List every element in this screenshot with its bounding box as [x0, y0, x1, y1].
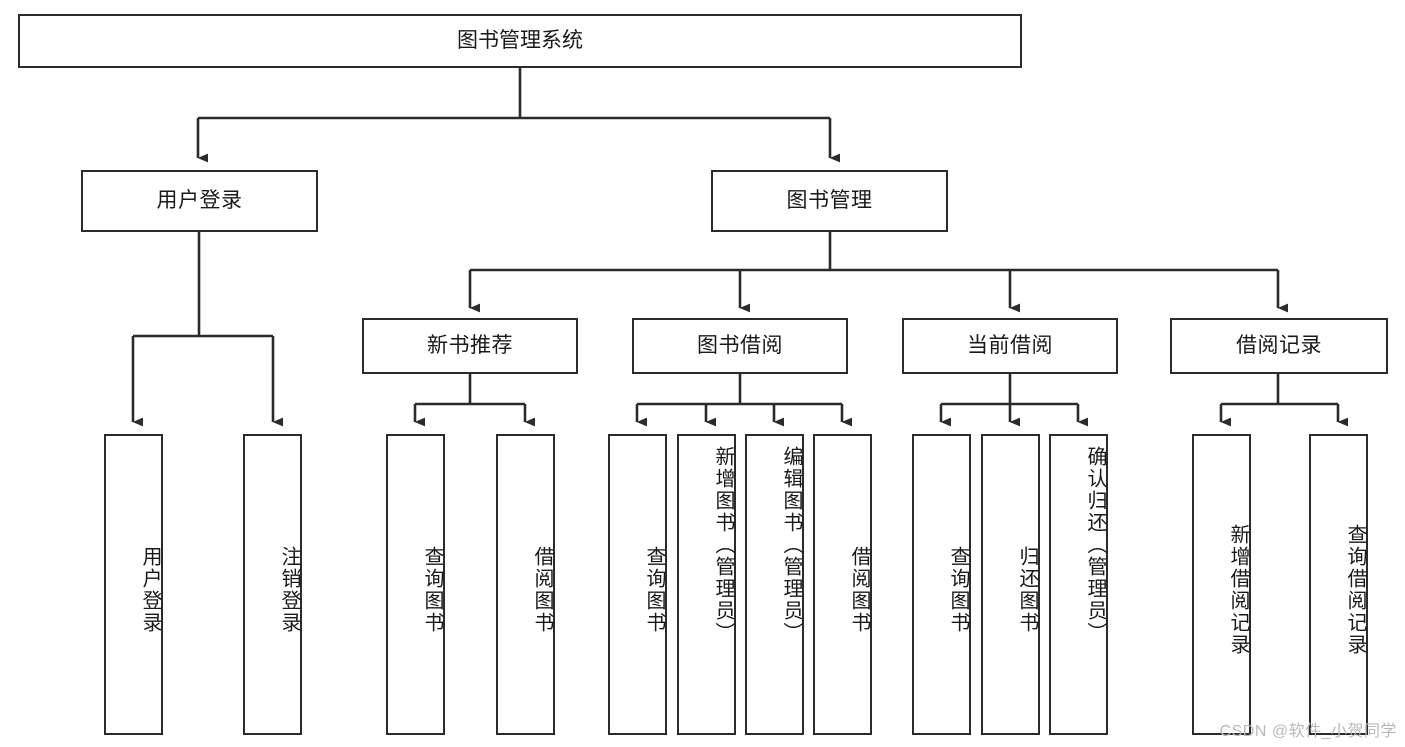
node-label: 确认归还（管理员）	[1084, 446, 1106, 644]
leaf-new-book-borrow-book[interactable]: 借阅图书	[496, 434, 555, 735]
node-label: 注销登录	[278, 545, 300, 634]
node-label: 用户登录	[139, 545, 161, 634]
node-label: 查询图书	[643, 545, 665, 634]
leaf-book-borrow-add-book-admin[interactable]: 新增图书（管理员）	[677, 434, 736, 735]
node-label: 新增图书（管理员）	[712, 446, 734, 644]
node-new-book-recommend[interactable]: 新书推荐	[362, 318, 578, 374]
leaf-current-borrow-return-book[interactable]: 归还图书	[981, 434, 1040, 735]
node-label: 查询借阅记录	[1344, 523, 1366, 656]
node-label: 归还图书	[1016, 545, 1038, 634]
leaf-book-borrow-borrow-book[interactable]: 借阅图书	[813, 434, 872, 735]
node-book-borrow[interactable]: 图书借阅	[632, 318, 848, 374]
node-label: 图书管理	[786, 188, 873, 212]
leaf-book-borrow-query-book[interactable]: 查询图书	[608, 434, 667, 735]
node-label: 借阅图书	[848, 545, 870, 634]
node-label: 图书借阅	[697, 333, 783, 357]
node-label: 图书管理系统	[457, 28, 583, 52]
node-label: 借阅记录	[1236, 333, 1322, 357]
node-label: 当前借阅	[967, 333, 1053, 357]
leaf-borrow-record-add-record[interactable]: 新增借阅记录	[1192, 434, 1251, 735]
node-book-management[interactable]: 图书管理	[711, 170, 948, 232]
node-label: 新增借阅记录	[1227, 523, 1249, 656]
node-label: 新书推荐	[427, 333, 513, 357]
leaf-user-login-logout[interactable]: 注销登录	[243, 434, 302, 735]
node-borrow-record[interactable]: 借阅记录	[1170, 318, 1388, 374]
node-label: 查询图书	[421, 545, 443, 634]
leaf-borrow-record-query-record[interactable]: 查询借阅记录	[1309, 434, 1368, 735]
node-label: 查询图书	[947, 545, 969, 634]
leaf-current-borrow-confirm-return-admin[interactable]: 确认归还（管理员）	[1049, 434, 1108, 735]
leaf-book-borrow-edit-book-admin[interactable]: 编辑图书（管理员）	[745, 434, 804, 735]
node-label: 用户登录	[156, 188, 243, 212]
leaf-current-borrow-query-book[interactable]: 查询图书	[912, 434, 971, 735]
leaf-new-book-query-book[interactable]: 查询图书	[386, 434, 445, 735]
node-current-borrow[interactable]: 当前借阅	[902, 318, 1118, 374]
node-label: 编辑图书（管理员）	[780, 446, 802, 644]
node-label: 借阅图书	[531, 545, 553, 634]
node-user-login[interactable]: 用户登录	[81, 170, 318, 232]
node-book-management-system[interactable]: 图书管理系统	[18, 14, 1022, 68]
leaf-user-login-login[interactable]: 用户登录	[104, 434, 163, 735]
csdn-watermark: CSDN @软件_小贺同学	[1219, 723, 1397, 740]
